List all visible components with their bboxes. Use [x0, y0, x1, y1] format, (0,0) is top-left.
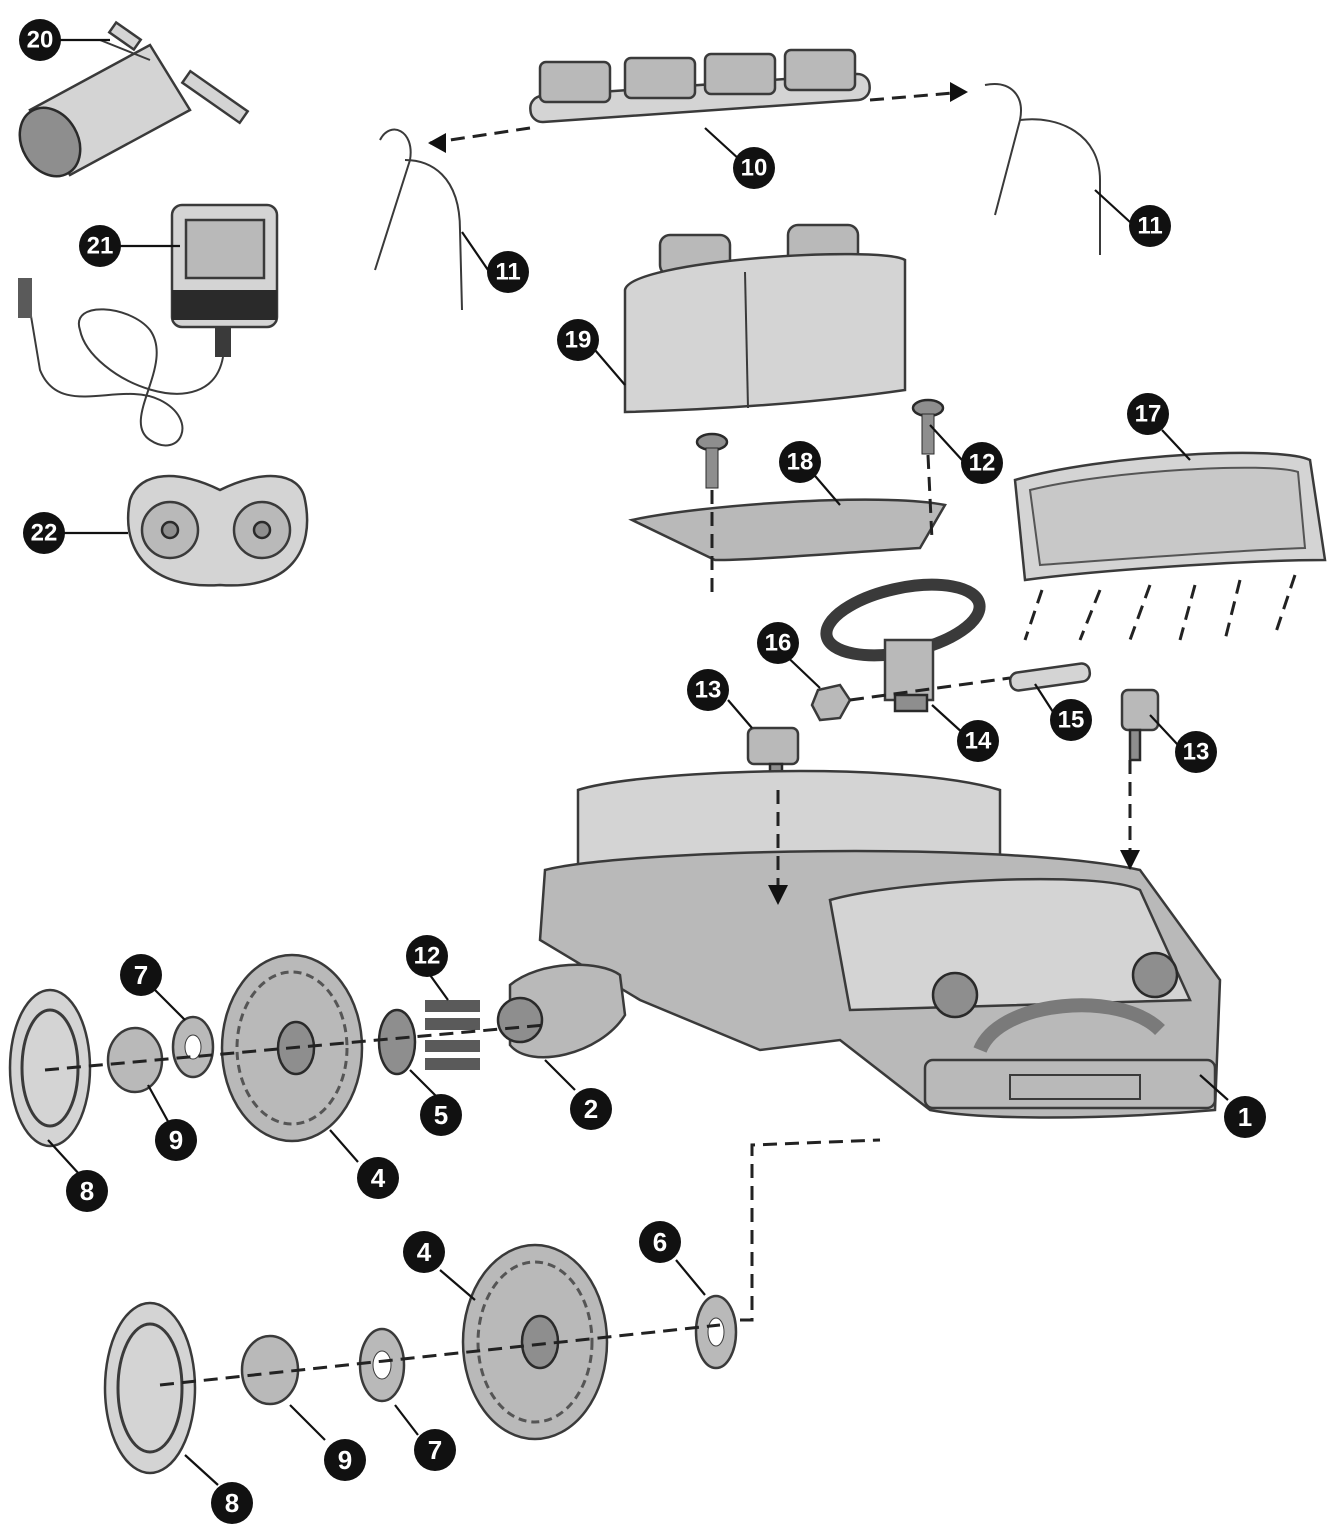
callout-13-right: 13: [1175, 731, 1217, 773]
callout-7-lower: 7: [414, 1429, 456, 1471]
callout-2: 2: [570, 1088, 612, 1130]
callout-4-upper: 4: [357, 1157, 399, 1199]
svg-text:4: 4: [417, 1237, 432, 1267]
roll-bar-left-part: [374, 128, 463, 311]
svg-text:4: 4: [371, 1163, 386, 1193]
svg-text:9: 9: [338, 1445, 352, 1475]
windshield-grille-part: [1013, 451, 1327, 582]
svg-text:20: 20: [27, 27, 54, 54]
wheel-lower-part: [461, 1243, 609, 1441]
nut-lower-part: [240, 1334, 300, 1406]
steering-shaft-part: [1008, 662, 1092, 692]
svg-text:2: 2: [584, 1094, 598, 1124]
washer-large-part: [694, 1294, 738, 1370]
arrowheads: [428, 82, 1140, 905]
callout-22: 22: [23, 512, 65, 554]
svg-text:10: 10: [741, 155, 768, 182]
svg-text:7: 7: [428, 1435, 442, 1465]
seat-base-part: [628, 498, 947, 562]
callout-20: 20: [19, 19, 61, 61]
callout-8-lower: 8: [211, 1482, 253, 1524]
svg-text:22: 22: [31, 520, 58, 547]
svg-text:19: 19: [565, 327, 592, 354]
svg-text:9: 9: [169, 1125, 183, 1155]
callout-11-left: 11: [487, 251, 529, 293]
gearbox-part: [496, 963, 627, 1059]
svg-text:8: 8: [225, 1488, 239, 1518]
vehicle-body-part: [538, 769, 1222, 1119]
part-number-labels: 20 21 22 10 11 11 19 18 12 17 16 13 14 1…: [19, 19, 1266, 1524]
svg-text:1: 1: [1238, 1102, 1252, 1132]
callout-12-top: 12: [961, 442, 1003, 484]
shift-lever-right-part: [1120, 688, 1160, 762]
callout-4-lower: 4: [403, 1231, 445, 1273]
callout-9-lower: 9: [324, 1439, 366, 1481]
svg-text:12: 12: [414, 943, 441, 970]
svg-text:12: 12: [969, 450, 996, 477]
svg-text:6: 6: [653, 1227, 667, 1257]
callout-12-mid: 12: [406, 935, 448, 977]
charger-part: [18, 203, 279, 447]
svg-text:21: 21: [87, 233, 114, 260]
svg-text:11: 11: [495, 259, 520, 286]
callout-14: 14: [957, 720, 999, 762]
screws-top-part: [695, 398, 945, 489]
washer-upper-part: [171, 1015, 215, 1079]
drive-hub-part: [377, 1008, 417, 1076]
light-bar-part: [529, 48, 871, 124]
svg-text:16: 16: [765, 630, 792, 657]
svg-text:7: 7: [134, 960, 148, 990]
nut-upper-part: [106, 1026, 164, 1094]
remote-part: [126, 474, 309, 587]
callout-16: 16: [757, 622, 799, 664]
leader-lines: [47, 38, 1229, 1486]
svg-text:18: 18: [787, 449, 814, 476]
callout-5: 5: [420, 1094, 462, 1136]
svg-text:13: 13: [695, 677, 722, 704]
callout-21: 21: [79, 225, 121, 267]
callout-8-upper: 8: [66, 1170, 108, 1212]
assembly-lines: [44, 90, 1297, 1387]
callout-10: 10: [733, 147, 775, 189]
svg-text:14: 14: [965, 728, 992, 755]
callout-17: 17: [1127, 393, 1169, 435]
callout-1: 1: [1224, 1096, 1266, 1138]
wrench-part: [18, 20, 250, 178]
svg-text:8: 8: [80, 1176, 94, 1206]
svg-text:5: 5: [434, 1100, 448, 1130]
steering-nut-part: [810, 683, 852, 722]
callout-13-left: 13: [687, 669, 729, 711]
washer-lower-part: [358, 1327, 406, 1403]
screws-mid-part: [425, 1000, 480, 1070]
callout-6: 6: [639, 1221, 681, 1263]
callout-9-upper: 9: [155, 1119, 197, 1161]
svg-text:17: 17: [1135, 401, 1162, 428]
callout-15: 15: [1050, 699, 1092, 741]
roll-bar-right-part: [984, 83, 1101, 255]
callout-7-upper: 7: [120, 954, 162, 996]
callout-19: 19: [557, 319, 599, 361]
callout-11-right: 11: [1129, 205, 1171, 247]
svg-text:13: 13: [1183, 739, 1210, 766]
hubcap-lower-part: [103, 1301, 197, 1475]
callout-18: 18: [779, 441, 821, 483]
seat-part: [623, 223, 907, 414]
svg-text:11: 11: [1137, 213, 1162, 240]
svg-text:15: 15: [1058, 707, 1085, 734]
